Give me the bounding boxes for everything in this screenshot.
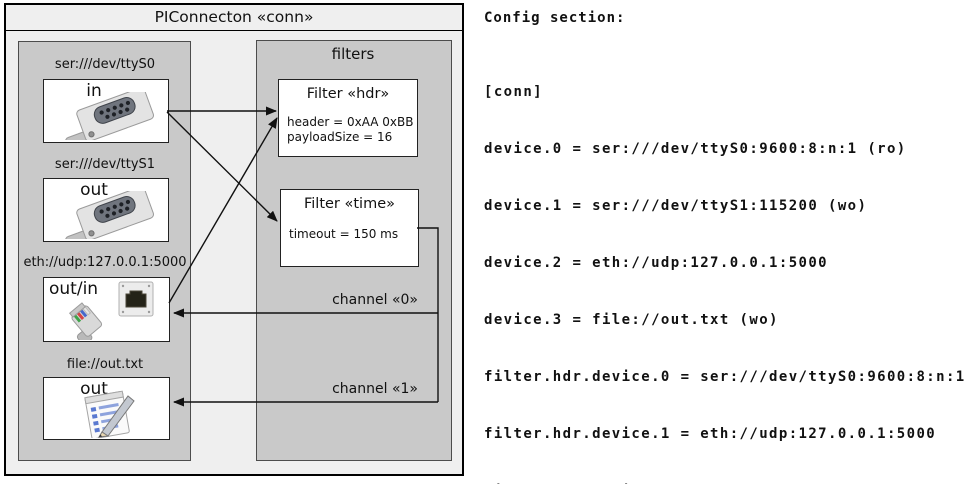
device-direction-label: out	[80, 180, 108, 200]
filter-time-title: Filter «time»	[303, 196, 396, 212]
filter-hdr-attr-header: header = 0xAA 0xBB	[287, 115, 414, 129]
filter-time-attr-timeout: timeout = 150 ms	[289, 227, 399, 241]
channel-1-label: channel «1»	[332, 381, 418, 397]
filter-time-box: Filter «time» timeout = 150 ms	[280, 189, 419, 267]
ethernet-connector-icon	[69, 302, 103, 340]
config-listing: [conn] device.0 = ser:///dev/ttyS0:9600:…	[484, 45, 964, 484]
config-line: device.1 = ser:///dev/ttyS1:115200 (wo)	[484, 198, 868, 214]
filter-hdr-attr-payloadsize: payloadSize = 16	[287, 130, 393, 144]
device-box-ttys1: out	[43, 178, 169, 242]
pencil-icon	[98, 395, 135, 438]
config-line: device.0 = ser:///dev/ttyS0:9600:8:n:1 (…	[484, 141, 907, 157]
device-direction-label: out/in	[49, 279, 99, 299]
device-direction-label: in	[86, 81, 102, 101]
device-url-label-file: file://out.txt	[66, 357, 144, 372]
diagram-title: PIConnecton «conn»	[6, 5, 462, 31]
serial-connector-icon	[65, 92, 154, 140]
config-line: filter.hdr.device.0 = ser:///dev/ttyS0:9…	[484, 369, 964, 385]
config-line: [conn]	[484, 84, 543, 100]
device-url-label-ttys1: ser:///dev/ttyS1	[54, 157, 156, 172]
device-box-eth: out/in	[43, 277, 170, 342]
channel-0-label: channel «0»	[332, 292, 418, 308]
notepad-icon	[84, 390, 135, 438]
serial-connector-icon	[65, 191, 154, 239]
device-box-file: out	[43, 377, 170, 440]
ethernet-jack-icon	[118, 281, 154, 317]
config-panel: Config section: [conn] device.0 = ser://…	[484, 0, 964, 484]
config-line: filter.hdr.device.1 = eth://udp:127.0.0.…	[484, 426, 937, 442]
filter-hdr-box: Filter «hdr» header = 0xAA 0xBB payloadS…	[278, 79, 418, 157]
filter-hdr-title: Filter «hdr»	[306, 86, 390, 102]
device-url-label-eth: eth://udp:127.0.0.1:5000	[23, 255, 187, 270]
device-url-label-ttys0: ser:///dev/ttyS0	[54, 57, 156, 72]
config-line: device.3 = file://out.txt (wo)	[484, 312, 779, 328]
config-line: device.2 = eth://udp:127.0.0.1:5000	[484, 255, 829, 271]
filters-panel-title: filters	[331, 45, 375, 63]
config-heading: Config section:	[484, 10, 626, 26]
device-direction-label: out	[80, 379, 108, 399]
device-box-ttys0: in	[43, 79, 169, 143]
